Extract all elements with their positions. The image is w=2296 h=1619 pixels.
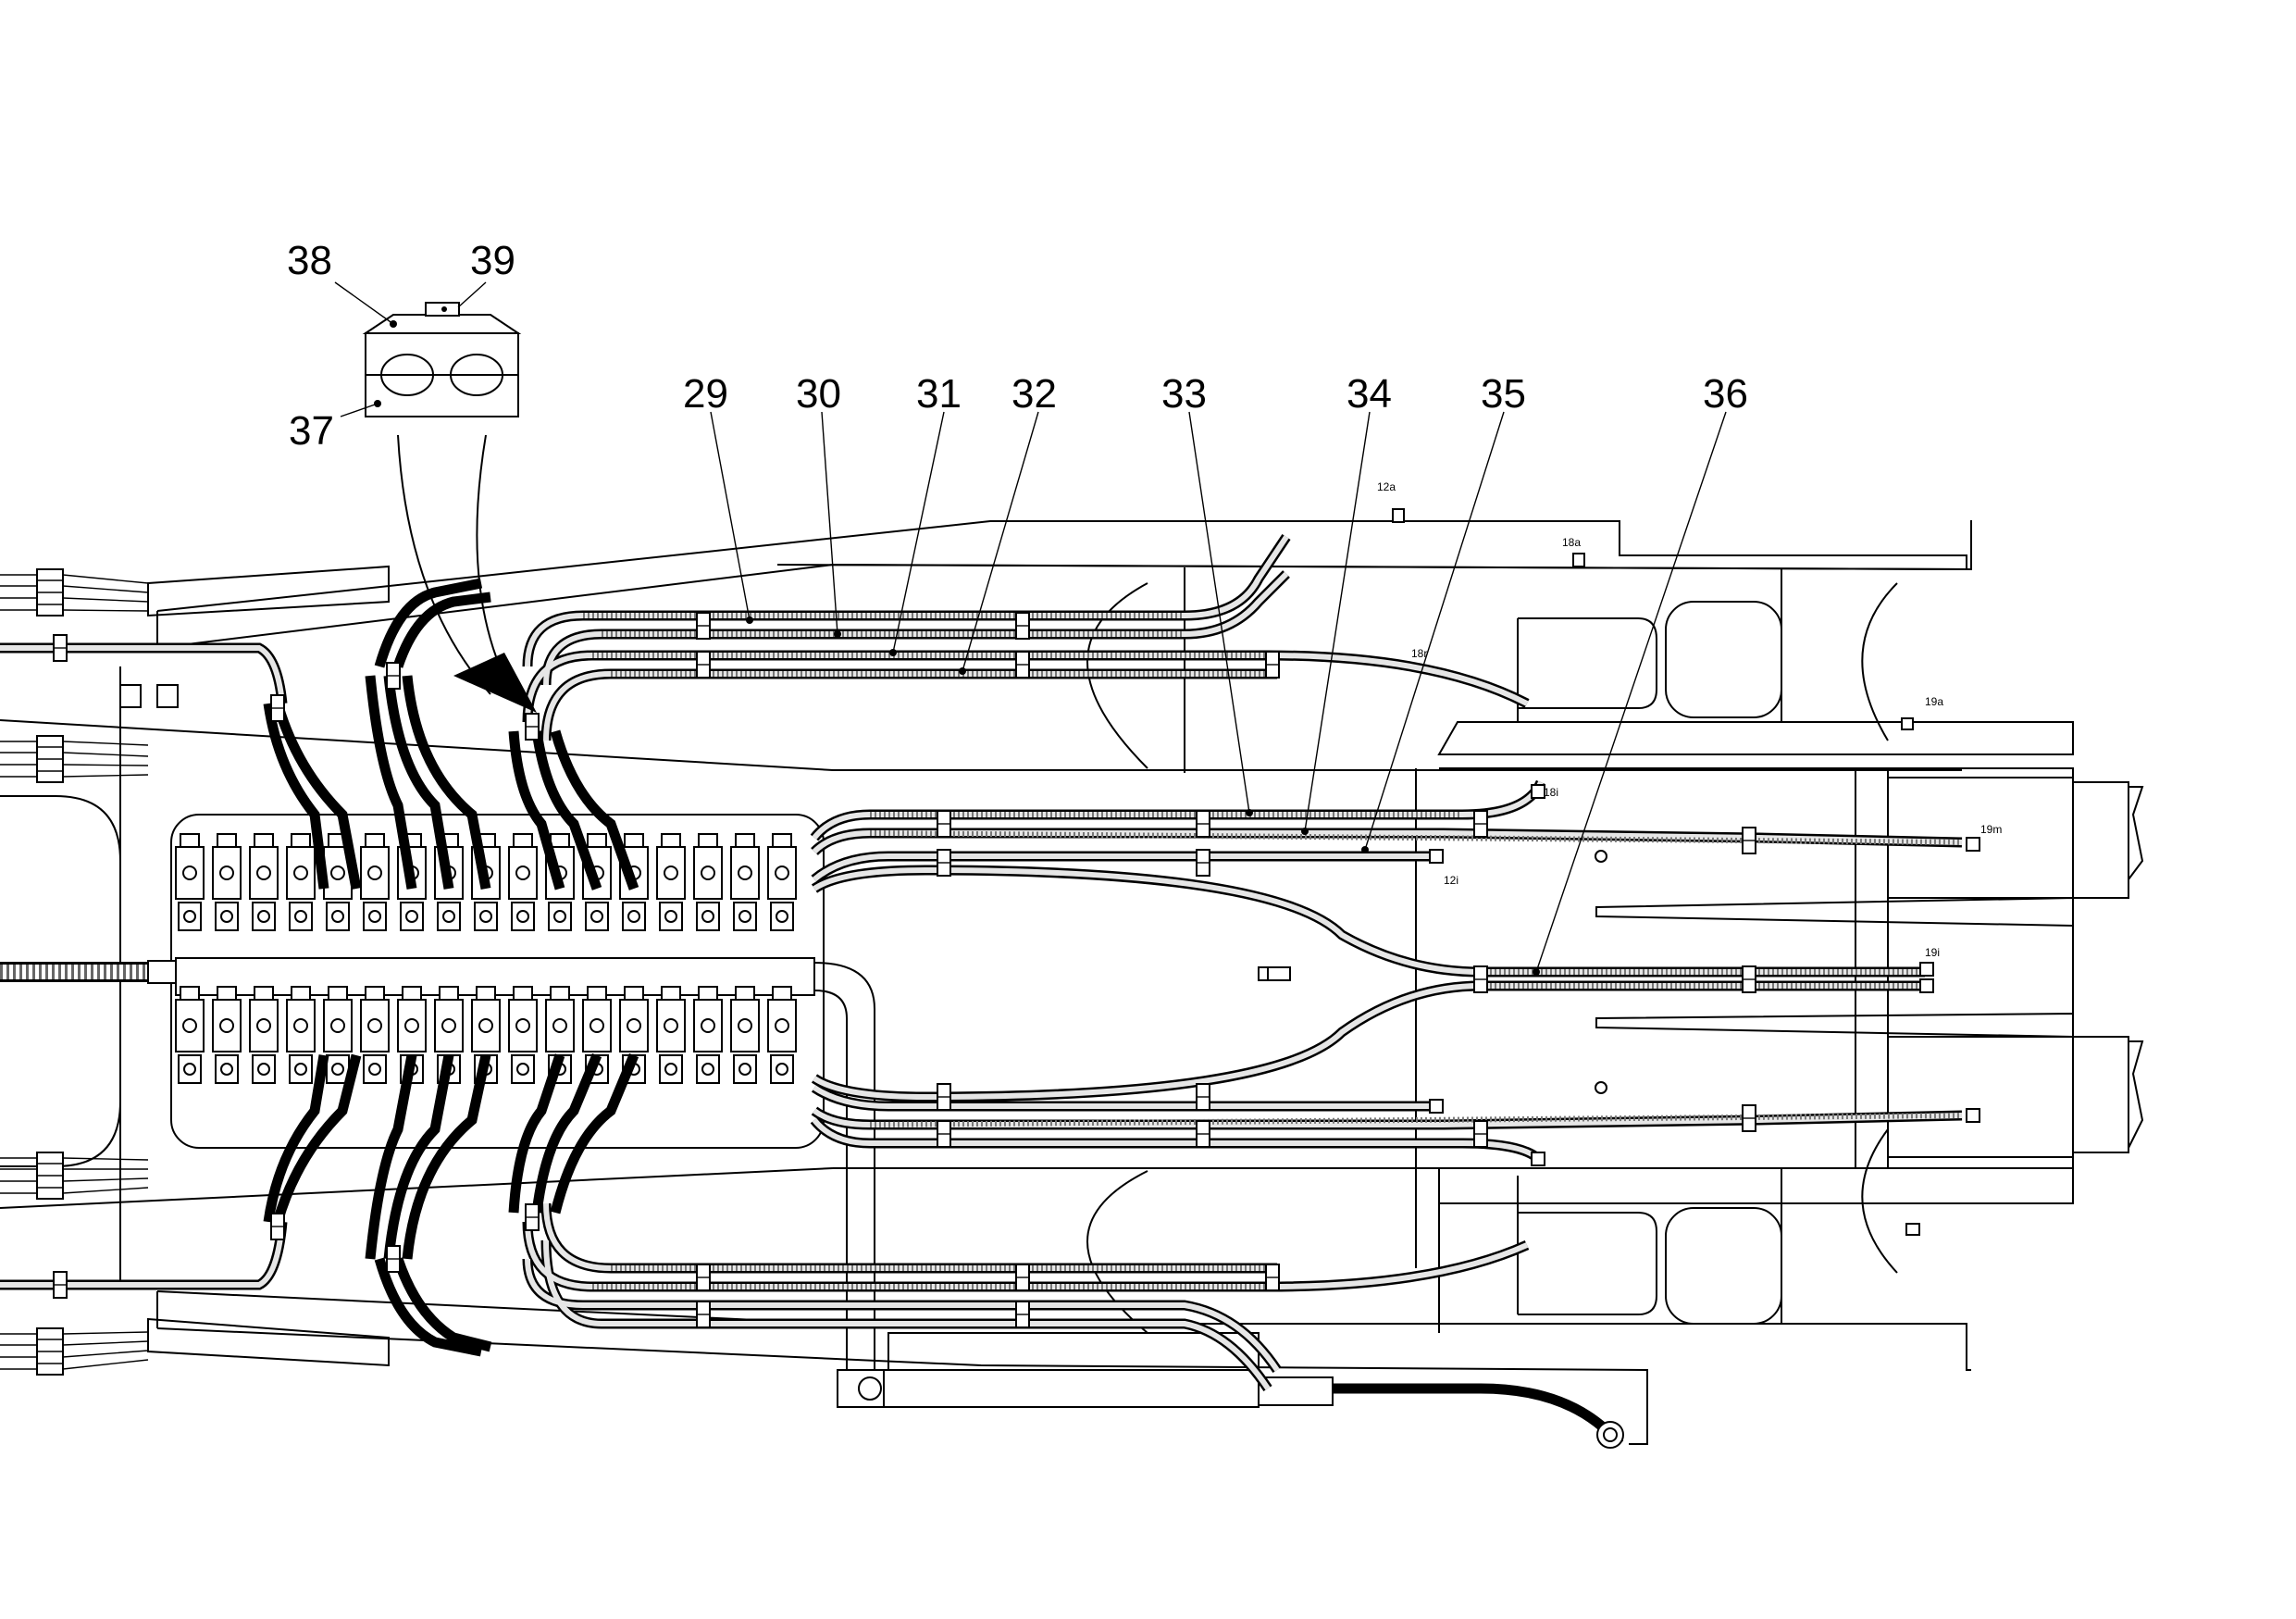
callout-36: 36	[1703, 371, 1748, 417]
callout-30: 30	[796, 371, 841, 417]
callout-38: 38	[287, 238, 332, 283]
callout-37: 37	[289, 408, 334, 454]
hose-core	[0, 535, 1963, 1390]
callout-leaders	[334, 281, 1727, 976]
valve-manifold	[0, 814, 1287, 1408]
port-12i: 12i	[1444, 874, 1458, 887]
port-19a: 19a	[1925, 695, 1943, 708]
port-19m: 19m	[1980, 823, 2002, 836]
frame-outline	[0, 520, 2144, 1445]
callout-39: 39	[470, 238, 515, 283]
port-labels: 12a 18a 18r 18i 12i 19a 19m 19i	[1377, 480, 2002, 959]
callout-31: 31	[916, 371, 962, 417]
port-19i: 19i	[1925, 946, 1940, 959]
port-18r: 18r	[1411, 647, 1427, 660]
callout-35: 35	[1481, 371, 1526, 417]
callout-33: 33	[1161, 371, 1207, 417]
port-18a: 18a	[1562, 536, 1581, 549]
callout-labels: 29 30 31 32 33 34 35 36 37 38 39	[287, 238, 1748, 454]
port-12a: 12a	[1377, 480, 1396, 493]
clamp-detail	[362, 302, 537, 713]
port-18i: 18i	[1544, 786, 1558, 799]
callout-29: 29	[683, 371, 728, 417]
left-connector-stacks	[0, 565, 390, 1376]
callout-32: 32	[1011, 371, 1057, 417]
hose-texture	[583, 613, 1963, 1289]
end-fittings	[119, 508, 1980, 1449]
callout-34: 34	[1347, 371, 1392, 417]
